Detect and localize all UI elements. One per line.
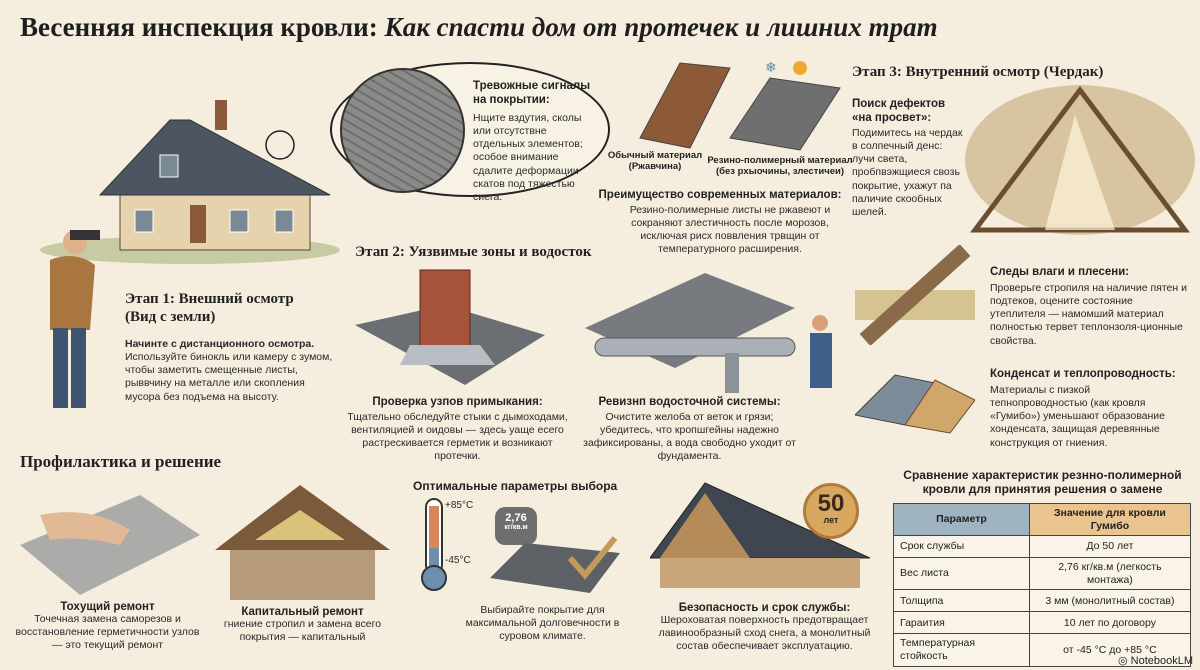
gutter-cleaning-illustration (585, 273, 832, 393)
light-text: Подимитесь на чердак в солпечный денс: л… (852, 127, 963, 218)
roof-sheets-illustration (855, 374, 975, 434)
optimal-title: Оптимальные параметры выбора (413, 479, 618, 493)
cell: 3 мм (монолитный состав) (1028, 589, 1192, 613)
materials-title: Преимущество современных материалов: (598, 189, 842, 201)
stage1-title: Этап 1: Внешний осмотр (Вид с земли) (125, 291, 294, 325)
roof-sheet-checkmark-illustration (490, 536, 620, 593)
joints-text: Тщательно обследуйте стыки с дымоходами,… (347, 411, 568, 463)
stage1-text: Начинте с дистанционного осмотра. Исполь… (125, 338, 340, 404)
cell: 10 лет по договору (1028, 611, 1192, 635)
cell: 2,76 кг/кв.м (легкость монтажа) (1028, 557, 1192, 591)
badge-unit: лет (823, 515, 839, 525)
cell: Вес листа (893, 557, 1030, 591)
old-material-label: Обычный материал (Ржавчина) (607, 150, 703, 173)
hand-repair-illustration (20, 495, 200, 595)
notebooklm-logo-icon: ◎ (1118, 655, 1128, 667)
capital-repair-title: Капитальный ремонт (241, 606, 364, 618)
moisture-text: Проверьге стропиля на наличие пятен и по… (990, 282, 1187, 347)
alarm-title: Тревожные сигналы на покрытии: (473, 80, 591, 106)
current-repair: Тохущий ремонт Точечная замена саморезов… (15, 601, 200, 652)
roof-closeup-illustration (340, 68, 465, 193)
badge-number: 50 (817, 490, 845, 517)
safety: Безопасность и срок службы: Шероховатая … (642, 602, 887, 653)
page-title: Весенняя инспекция кровли: Как спасти до… (20, 12, 938, 43)
light-title: Поиск дефектов «на просвет»: (852, 98, 946, 124)
prevention-title: Профилактика и решение (20, 452, 222, 471)
cell: Толщипа (893, 589, 1030, 613)
stage2-title: Этап 2: Уязвимые зоны и водосток (355, 244, 592, 260)
condensate-text: Материалы с пизкой тепнопроводностью (ка… (990, 384, 1165, 449)
chimney-illustration (355, 269, 545, 385)
capital-repair-text: гниение стропил и замена всего покрытия … (223, 618, 382, 644)
house-illustration (40, 100, 340, 264)
alarm-text: Нщите вздутия, сколы или отсутствне отде… (473, 112, 583, 203)
cell: До 50 лет (1028, 535, 1192, 559)
new-material-label: Резино-полимерный материал (без рхыочины… (707, 155, 853, 178)
weight-unit: кг/кв.м (504, 524, 528, 531)
header-value: Значение для кровли Гумибо (1028, 502, 1192, 537)
capital-repair: Капитальный ремонт гниение стропил и зам… (210, 606, 395, 644)
temp-high: +85°C (445, 500, 474, 511)
weight-value: 2,76 (505, 512, 527, 524)
damaged-roof-illustration (215, 485, 390, 600)
materials-illustration: ❄ (639, 59, 841, 151)
cell: от -45 °С до +85 °С (1028, 633, 1192, 667)
title-sub: Как спасти дом от протечек и лишних трат (384, 12, 938, 42)
attic-illustration (965, 85, 1195, 235)
stage1-lead: Начинте с дистанционного осмотра. (125, 338, 315, 350)
svg-text:❄: ❄ (765, 59, 777, 75)
gutter-text: Очистите желоба от веток и грязи; убедит… (583, 411, 796, 463)
safety-text: Шероховатая поверхность предотвращает ла… (658, 614, 871, 653)
stage1-body: Используйте бинокль или камеру с зумом, … (125, 351, 333, 403)
brand-watermark: ◎ NotebookLM (1118, 655, 1193, 668)
cell: Срок службы (893, 535, 1030, 559)
temp-low: -45°C (445, 555, 471, 566)
current-repair-text: Точечная замена саморезов и восстановлен… (15, 613, 200, 652)
header-parameter: Параметр (893, 502, 1030, 537)
materials-text: Резино-полимерные листы не ржавеют и сок… (629, 204, 831, 256)
brand-name: NotebookLM (1130, 655, 1194, 667)
optimal-text: Выбирайте покрытие для максимальной долг… (465, 604, 620, 643)
thermometer-icon (421, 498, 447, 591)
stage3-title: Этап 3: Внутренний осмотр (Чердак) (852, 64, 1104, 80)
roof-frame-illustration (650, 482, 870, 588)
gutter-title: Ревизнп водосточной системы: (598, 396, 781, 408)
cell: Температурная стойкость (893, 633, 1030, 667)
rafters-illustration (855, 245, 975, 345)
moisture-title: Следы влаги и плесени: (990, 266, 1130, 278)
current-repair-title: Тохущий ремонт (60, 601, 155, 613)
cell: Гараития (893, 611, 1030, 635)
man-with-binoculars-illustration (50, 230, 100, 408)
joints-title: Проверка узпов примыкания: (372, 396, 543, 408)
table-title: Сравнение характеристик резнно-полимерно… (903, 468, 1182, 497)
condensate-title: Конденсат и теплопроводность: (990, 368, 1176, 380)
safety-title: Безопасность и срок службы: (678, 602, 851, 614)
title-main: Весенняя инспекция кровли: (20, 12, 378, 42)
